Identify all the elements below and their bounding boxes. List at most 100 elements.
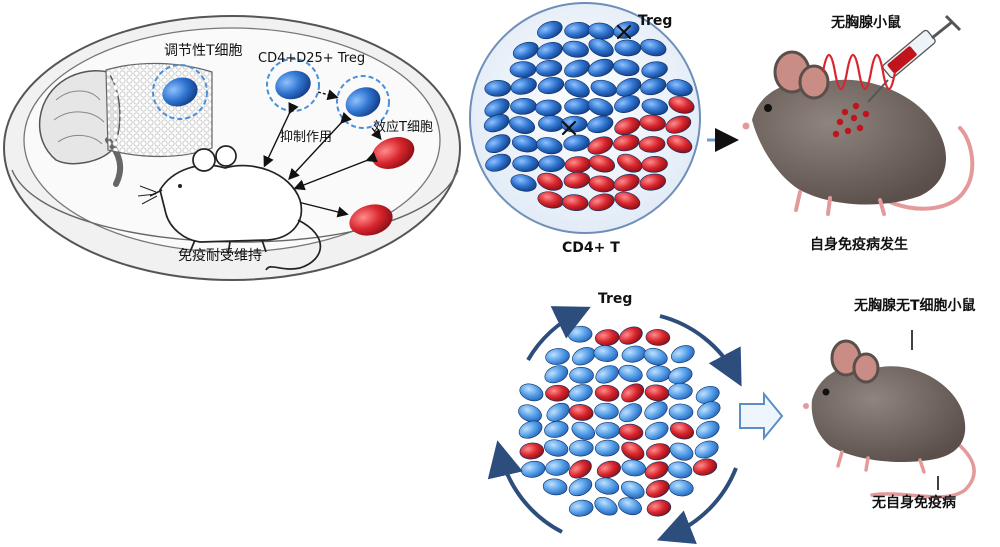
treg-cell [588,38,614,58]
treg-cell [644,401,668,420]
treg-cell [568,477,593,497]
treg-cell [643,347,668,366]
effector-t-cell [621,441,645,461]
effector-t-cell [639,114,666,132]
treg-cell [593,345,619,362]
treg-cell [646,365,671,383]
treg-cell [519,383,544,402]
treg-cell [510,77,537,95]
treg-cell [614,39,642,57]
cd4-t-label: CD4+ T [562,240,620,256]
treg-cell [483,114,510,133]
effector-t-cell [646,499,672,517]
effector-t-cell [569,404,594,421]
effector-t-cell [645,479,670,498]
treg-cell [615,77,642,97]
treg-cell [545,348,570,365]
treg-cell [614,95,640,113]
treg-cell [640,38,667,57]
effector-t-cell [519,442,545,460]
treg-cell [509,61,537,78]
effector-t-cell [666,135,693,154]
treg-cell [587,115,614,134]
treg-cell [666,79,693,97]
panel-a [3,15,461,281]
treg-cell [512,155,539,172]
treg-label-c: Treg [598,291,633,307]
treg-cell [669,442,694,461]
treg-cell [595,365,619,384]
effector-t-cell-label: 效应T细胞 [373,120,433,135]
effector-t-cell [613,134,640,152]
effector-t-cell [641,156,668,173]
treg-cell [618,497,642,516]
treg-cell [537,20,563,40]
treg-cell [621,459,647,477]
mouse-outline-icon [137,145,322,271]
treg-cell [512,41,539,60]
athymic-mouse-label: 无胸腺无T细胞小鼠 [854,298,976,314]
effector-t-cell [692,458,718,476]
no-autoimmune-label: 无自身免疫病 [872,495,956,511]
treg-cell [564,59,590,78]
treg-cell [485,134,511,154]
treg-cell [544,420,569,438]
treg-cell [518,404,542,423]
treg-cell [568,499,594,517]
treg-cell [571,421,596,440]
treg-cell [644,421,669,440]
treg-cell [563,134,590,152]
heat-wave-icon [821,53,897,91]
treg-cell [562,40,589,58]
effector-t-cell [588,155,616,173]
effector-t-cell [561,194,589,211]
treg-cell [572,347,596,366]
immune-tolerance-label: 免疫耐受维持 [178,248,262,264]
cd4-cd25-treg-label: CD4+D25+ Treg [258,51,366,66]
cycle-arrow-left [487,440,563,534]
treg-cell [620,480,645,499]
treg-cell [668,403,694,421]
treg-cell [544,439,569,457]
treg-cell [640,77,667,96]
treg-cell [509,116,536,134]
treg-cell [568,384,593,402]
treg-cell [667,461,693,479]
effector-t-cell [619,326,643,345]
effector-t-cell [617,153,643,173]
treg-cell [595,422,620,439]
treg-cell [546,402,570,422]
cycle-arrow-right [659,314,742,387]
treg-cell [621,345,647,363]
treg-cell [536,42,563,60]
treg-cell [564,79,590,98]
treg-cell [569,367,594,384]
treg-cell [696,420,720,439]
treg-cell [594,496,618,516]
treg-cell [518,420,543,439]
cycle-arrow-bottom [656,467,738,545]
treg-cell [671,345,695,364]
treg-cell [542,478,568,496]
suppression-label: 抑制作用 [280,130,333,145]
treg-cell [669,479,694,497]
treg-cell [587,98,614,117]
effector-t-cell [644,461,669,480]
effector-t-cell [645,329,671,346]
treg-cell [535,60,563,77]
effector-t-cell [563,171,591,189]
effector-t-cell [594,329,620,346]
treg-cell [568,439,594,457]
effector-t-cell [614,191,641,210]
effector-t-cell [621,383,645,403]
effector-t-cell [613,173,640,192]
cycle-arrow-top [526,306,591,362]
mouse-icon [803,339,976,499]
treg-cell-thymus [152,64,208,120]
dish-lower-edge [11,169,459,243]
treg-cell [594,402,619,420]
effector-t-cell [668,96,695,114]
effector-t-cell [669,421,695,440]
effector-t-cell [596,460,621,479]
treg-cell [538,155,565,173]
